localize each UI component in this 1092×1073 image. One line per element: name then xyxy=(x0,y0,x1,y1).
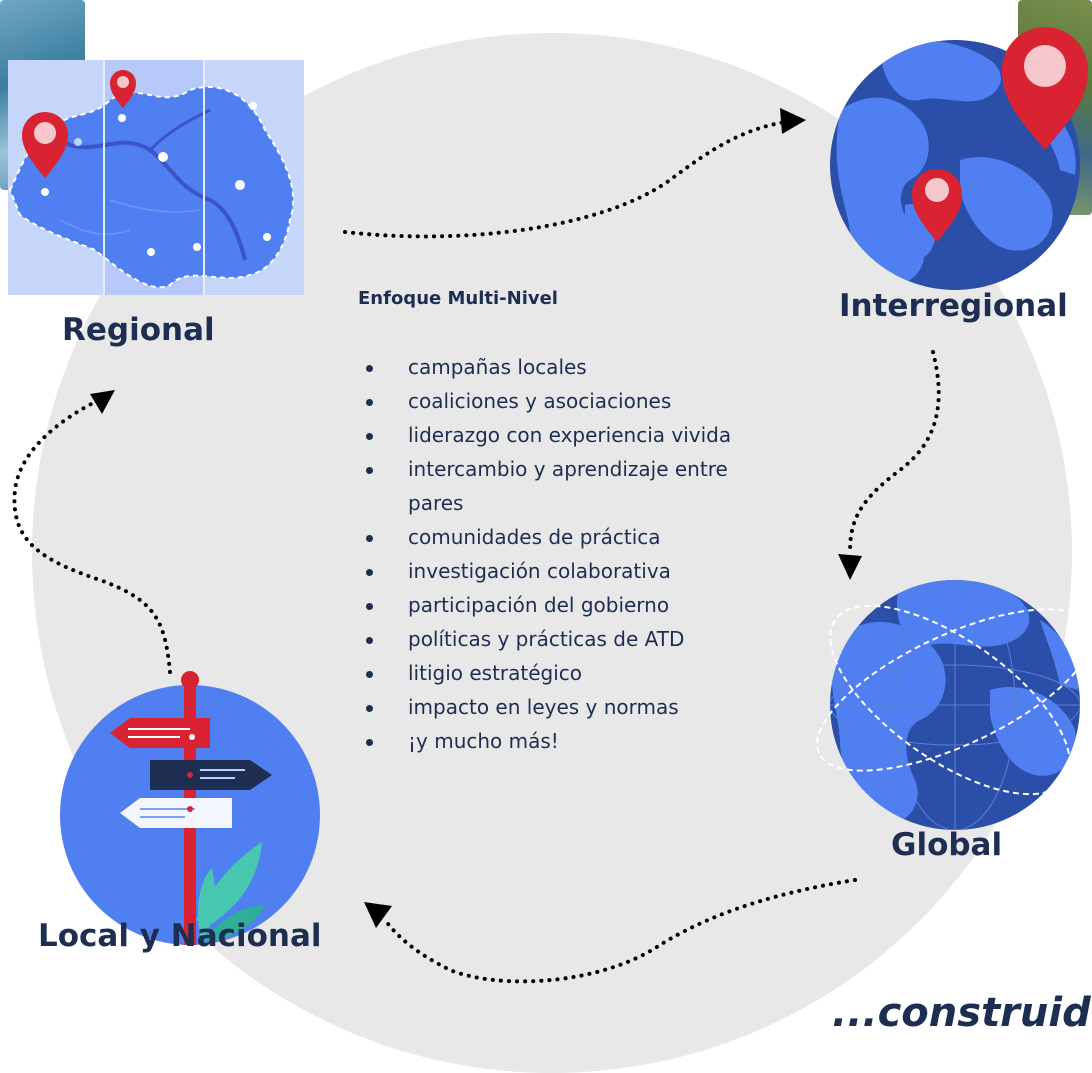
list-item: intercambio y aprendizaje entre pares xyxy=(360,452,758,520)
list-item: liderazgo con experiencia vivida xyxy=(360,418,748,452)
list-item: comunidades de práctica xyxy=(360,520,800,554)
label-interregional: Interregional xyxy=(839,288,1068,324)
list-item: campañas locales xyxy=(360,350,800,384)
approach-list: campañas locales coaliciones y asociacio… xyxy=(360,350,800,758)
list-item: participación del gobierno xyxy=(360,588,800,622)
arrow-local-to-regional xyxy=(12,400,172,674)
arrowhead-4 xyxy=(90,390,115,414)
label-local-nacional: Local y Nacional xyxy=(38,918,322,954)
arrow-interregional-to-global xyxy=(848,350,941,554)
map-icon xyxy=(8,60,304,295)
list-item: políticas y prácticas de ATD xyxy=(360,622,800,656)
arrowhead-3 xyxy=(364,902,392,928)
arrowhead-2 xyxy=(838,554,862,580)
illustrations xyxy=(8,27,1092,984)
label-regional: Regional xyxy=(62,312,215,348)
globe-orbit-icon xyxy=(816,580,1092,830)
cycle-arrows xyxy=(12,120,941,984)
center-heading: Enfoque Multi-Nivel xyxy=(358,288,558,309)
arrow-global-to-local xyxy=(383,878,857,984)
list-item: impacto en leyes y normas xyxy=(360,690,800,724)
tagline: ...construido xyxy=(832,990,1092,1036)
signpost-icon xyxy=(60,671,320,945)
list-item: ¡y mucho más! xyxy=(360,724,800,758)
label-global: Global xyxy=(891,827,1003,863)
list-item: investigación colaborativa xyxy=(360,554,800,588)
list-item: litigio estratégico xyxy=(360,656,800,690)
arrow-regional-to-interregional xyxy=(343,120,787,239)
globe-pins-icon xyxy=(830,27,1088,290)
arrowhead-1 xyxy=(780,108,806,134)
list-item: coaliciones y asociaciones xyxy=(360,384,800,418)
arrow-heads xyxy=(90,108,862,928)
